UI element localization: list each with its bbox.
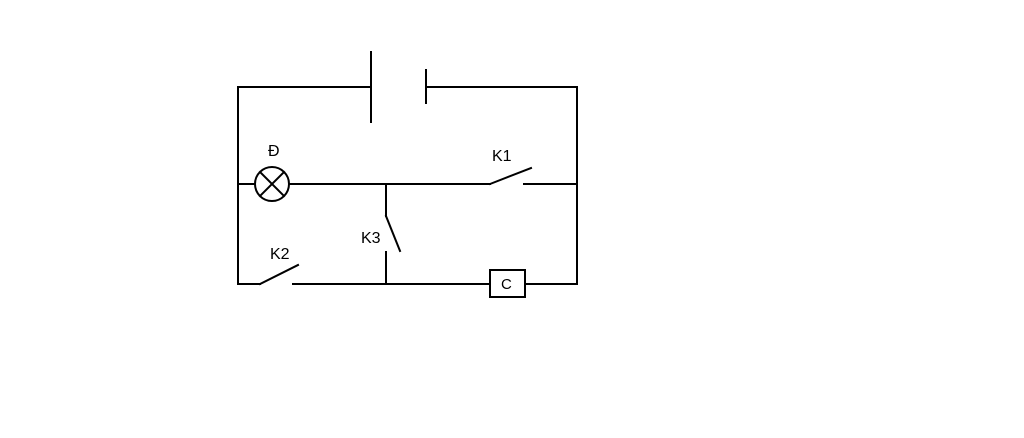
battery	[370, 51, 427, 123]
switch-k2-label: K2	[270, 246, 290, 263]
switch-k3-blade	[384, 214, 402, 253]
lamp-cross-b	[258, 170, 286, 198]
switch-k1-blade	[488, 166, 533, 186]
bottom-branch	[237, 263, 578, 298]
lamp-symbol	[254, 166, 290, 202]
capacitor-label: C	[501, 276, 512, 293]
switch-k3-label: K3	[361, 230, 381, 247]
middle-branch	[237, 166, 578, 202]
switch-k1	[488, 166, 533, 186]
switch-k2-blade	[258, 263, 300, 286]
lamp-label: Đ	[268, 143, 280, 160]
switch-k1-label: K1	[492, 148, 512, 165]
k3-branch	[384, 183, 402, 285]
